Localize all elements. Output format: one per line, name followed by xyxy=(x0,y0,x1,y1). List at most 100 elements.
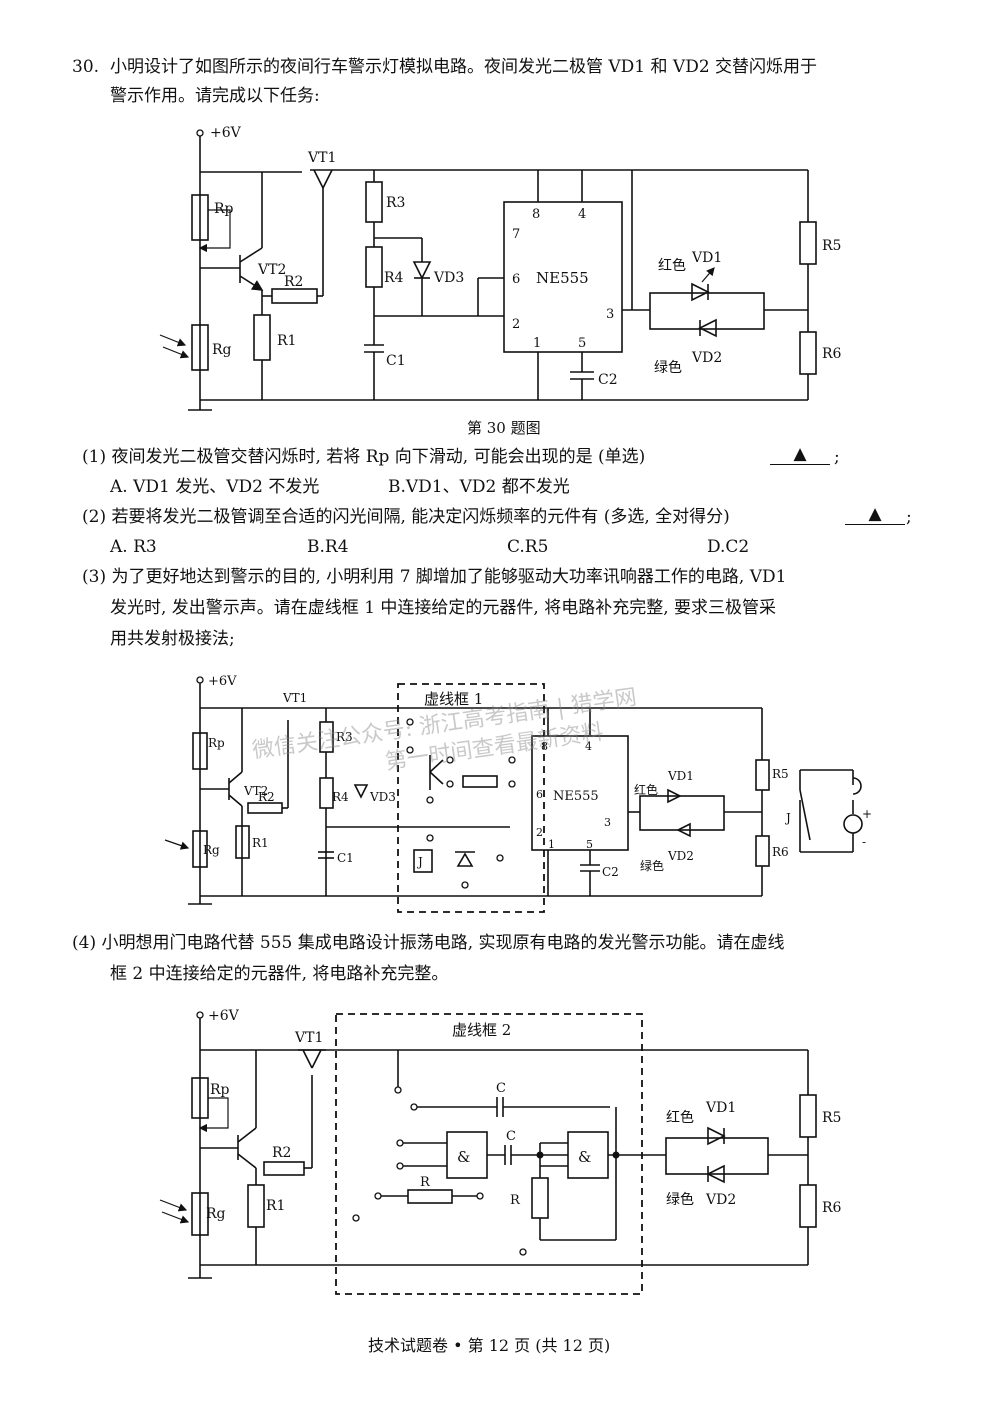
green-label-1: 绿色 xyxy=(654,359,682,376)
svg-text:红色: 红色 xyxy=(634,782,658,797)
svg-text:Rg: Rg xyxy=(203,843,220,857)
q1-text: (1) 夜间发光二极管交替闪烁时, 若将 Rp 向下滑动, 可能会出现的是 (单… xyxy=(82,447,646,467)
question-stem-line1: 小明设计了如图所示的夜间行车警示灯模拟电路。夜间发光二极管 VD1 和 VD2 … xyxy=(110,57,818,77)
svg-text:3: 3 xyxy=(604,816,611,829)
svg-text:1: 1 xyxy=(548,838,555,851)
question-stem-line2: 警示作用。请完成以下任务: xyxy=(110,86,320,106)
svg-text:R5: R5 xyxy=(772,767,789,781)
svg-text:Rp: Rp xyxy=(210,1082,230,1098)
svg-text:VD1: VD1 xyxy=(705,1100,736,1116)
q4-line1: (4) 小明想用门电路代替 555 集成电路设计振荡电路, 实现原有电路的发光警… xyxy=(72,933,785,953)
r3-label-1: R3 xyxy=(386,195,405,211)
svg-text:VD2: VD2 xyxy=(667,849,694,863)
vt2-label-1: VT2 xyxy=(257,262,286,278)
svg-text:8: 8 xyxy=(532,207,540,222)
q2-blank-mark: ▲ xyxy=(868,504,882,524)
q4-line2: 框 2 中连接给定的元器件, 将电路补充完整。 xyxy=(110,964,449,984)
c2-label-1: C2 xyxy=(598,372,618,388)
svg-text:Rg: Rg xyxy=(206,1206,226,1222)
svg-text:6: 6 xyxy=(536,788,543,801)
svg-text:绿色: 绿色 xyxy=(666,1191,694,1208)
q1-option-a: A. VD1 发光、VD2 不发光 xyxy=(110,477,320,497)
svg-text:5: 5 xyxy=(586,838,593,851)
svg-text:VT1: VT1 xyxy=(294,1030,323,1046)
svg-text:6: 6 xyxy=(512,272,520,287)
rg-label-1: Rg xyxy=(212,342,232,358)
q2-option-b: B.R4 xyxy=(307,537,349,557)
red-label-1: 红色 xyxy=(658,257,686,274)
figure-3-circuit: +6V Rp Rg R1 R2 VT1 虚线框 2 xyxy=(159,1008,842,1295)
svg-text:NE555: NE555 xyxy=(553,789,599,804)
q1-blank-mark: ▲ xyxy=(793,444,807,464)
svg-text:C: C xyxy=(496,1081,506,1096)
svg-text:3: 3 xyxy=(606,307,614,322)
svg-text:VD3: VD3 xyxy=(369,790,396,804)
box1-label: 虚线框 1 xyxy=(424,690,483,708)
svg-text:R2: R2 xyxy=(272,1145,291,1161)
q2-end: ; xyxy=(906,507,912,527)
page-footer: 技术试题卷 • 第 12 页 (共 12 页) xyxy=(368,1336,611,1355)
svg-text:+6V: +6V xyxy=(208,1008,240,1024)
svg-text:C1: C1 xyxy=(337,851,354,865)
svg-text:+6V: +6V xyxy=(208,674,237,689)
svg-text:R6: R6 xyxy=(822,1200,842,1216)
q2-option-c: C.R5 xyxy=(507,537,549,557)
svg-text:2: 2 xyxy=(512,317,520,332)
q3-line1: (3) 为了更好地达到警示的目的, 小明利用 7 脚增加了能够驱动大功率讯响器工… xyxy=(82,567,787,587)
svg-text:Rp: Rp xyxy=(208,736,225,750)
svg-text:8: 8 xyxy=(541,740,548,753)
svg-text:J: J xyxy=(416,855,423,869)
svg-text:VT2: VT2 xyxy=(243,784,268,798)
svg-text:C: C xyxy=(506,1129,516,1144)
svg-text:&: & xyxy=(457,1148,470,1166)
svg-text:R3: R3 xyxy=(336,730,353,744)
svg-text:2: 2 xyxy=(536,826,543,839)
svg-text:4: 4 xyxy=(585,740,592,753)
q2-option-d: D.C2 xyxy=(707,537,750,557)
ic-label-1: NE555 xyxy=(536,269,589,287)
svg-text:C2: C2 xyxy=(602,865,619,879)
r2-label-1: R2 xyxy=(284,274,303,290)
svg-text:R: R xyxy=(420,1175,431,1190)
svg-text:-: - xyxy=(862,835,866,849)
svg-text:红色: 红色 xyxy=(666,1109,694,1126)
svg-text:VD2: VD2 xyxy=(705,1192,736,1208)
svg-text:J: J xyxy=(784,811,791,825)
q3-line2: 发光时, 发出警示声。请在虚线框 1 中连接给定的元器件, 将电路补充完整, 要… xyxy=(110,598,777,618)
svg-text:5: 5 xyxy=(578,336,586,351)
svg-text:R2: R2 xyxy=(258,790,275,804)
figure-2-circuit: +6V Rp Rg VT2 R1 R2 VT1 R3 R4 VD3 xyxy=(164,674,872,913)
svg-text:&: & xyxy=(578,1148,591,1166)
svg-text:VT1: VT1 xyxy=(282,691,307,705)
r1-label-1: R1 xyxy=(277,333,296,349)
q1-answer-blank[interactable]: ▲ xyxy=(770,444,830,466)
vt1-label-1: VT1 xyxy=(307,150,336,166)
svg-text:1: 1 xyxy=(533,336,541,351)
vd1-label-1: VD1 xyxy=(691,250,722,266)
r5-label-1: R5 xyxy=(822,238,841,254)
svg-text:R6: R6 xyxy=(772,845,789,859)
svg-text:R: R xyxy=(510,1193,521,1208)
supply-terminal-1 xyxy=(196,129,204,137)
svg-text:绿色: 绿色 xyxy=(640,858,664,873)
svg-text:7: 7 xyxy=(512,227,520,242)
box2-label: 虚线框 2 xyxy=(452,1021,511,1039)
r4-label-1: R4 xyxy=(384,270,404,286)
svg-text:R5: R5 xyxy=(822,1110,841,1126)
q2-text: (2) 若要将发光二极管调至合适的闪光间隔, 能决定闪烁频率的元件有 (多选, … xyxy=(82,507,730,527)
question-number: 30. xyxy=(72,57,100,77)
figure-caption: 第 30 题图 xyxy=(467,419,541,437)
svg-text:VD1: VD1 xyxy=(667,769,694,783)
q2-answer-blank[interactable]: ▲ xyxy=(845,504,905,526)
figure-1-circuit: +6V Rp Rg VT2 R1 R2 VT1 xyxy=(159,125,842,411)
vd2-label-1: VD2 xyxy=(691,350,722,366)
svg-text:R1: R1 xyxy=(252,836,269,850)
svg-text:4: 4 xyxy=(578,207,586,222)
r6-label-1: R6 xyxy=(822,346,842,362)
svg-text:R1: R1 xyxy=(266,1198,285,1214)
q1-end: ; xyxy=(834,447,840,467)
vd3-label-1: VD3 xyxy=(433,270,464,286)
supply-label-1: +6V xyxy=(210,125,242,141)
q2-option-a: A. R3 xyxy=(110,537,157,557)
